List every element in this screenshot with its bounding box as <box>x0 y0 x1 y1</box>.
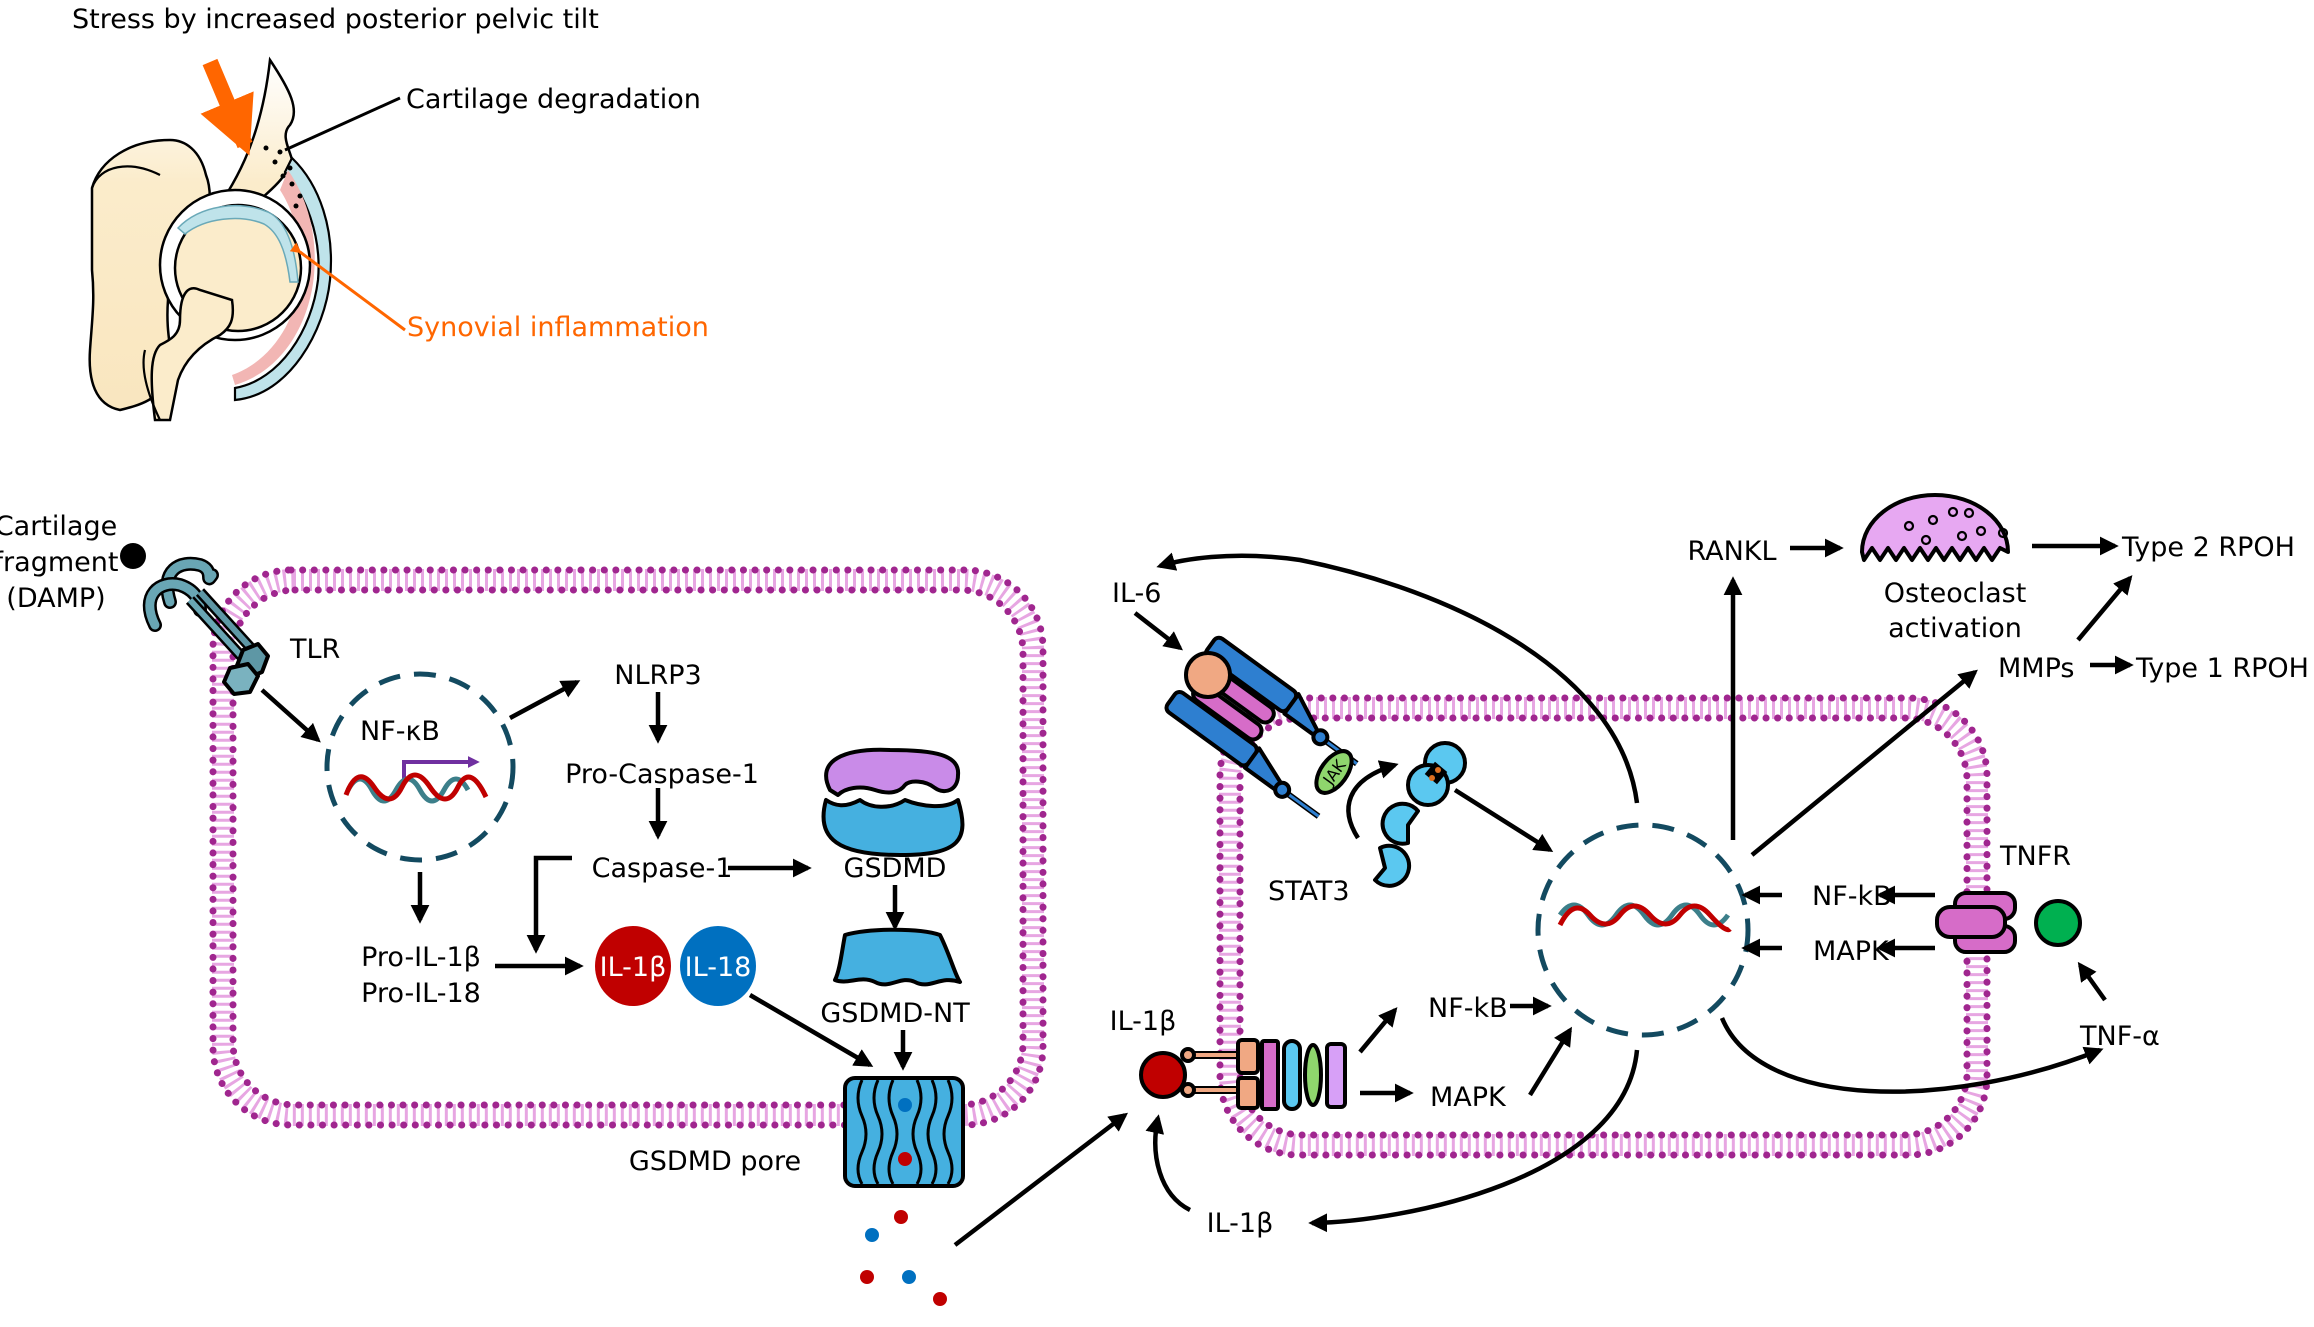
arrow-stat3-phosphorylation <box>1346 760 1399 840</box>
il18-badge-icon <box>680 926 756 1006</box>
tnfa-label: TNF-α <box>2079 1021 2160 1052</box>
tnfa-ligand-icon <box>2034 899 2082 947</box>
left-cell <box>209 566 1047 1129</box>
tlr-receptor-icon <box>142 556 270 696</box>
transcription-arrow-icon <box>402 756 480 785</box>
tnfr-receptor-icon <box>1935 891 2017 954</box>
il1b-badge-label: IL-1β <box>600 952 667 983</box>
arrow-il6-to-receptor <box>1133 611 1183 651</box>
nucleus-left-boundary <box>324 671 516 863</box>
il6-label: IL-6 <box>1112 578 1161 609</box>
nlrp3-label: NLRP3 <box>614 660 701 691</box>
nucleus-right-boundary <box>1535 822 1751 1038</box>
jak-icon: JAK <box>1314 749 1354 795</box>
arrow-il-to-pore <box>748 993 874 1067</box>
pro-il18-label: Pro-IL-18 <box>361 978 481 1009</box>
caspase-label: Caspase-1 <box>592 853 733 884</box>
released-cytokines <box>860 1210 947 1306</box>
cartilage-layer <box>176 204 299 283</box>
arrow-stat3-to-nucleus <box>1453 788 1554 853</box>
gsdmd-label: GSDMD <box>844 853 947 884</box>
arrow-tnfa-to-tnfr <box>2077 961 2107 1002</box>
arrow-nucleus-to-il6 <box>1156 552 1640 804</box>
arrow-nucleus-to-il1b <box>1308 1049 1640 1233</box>
il1b-badge-icon <box>595 926 671 1006</box>
gsdmd-pore-label: GSDMD pore <box>629 1146 801 1177</box>
il1-receptor-icon <box>1180 1038 1347 1111</box>
cartilage-fragment-icon <box>120 543 146 569</box>
arrow-nfkb-to-nlrp3 <box>508 680 581 720</box>
arrow-nucleus-to-mmps <box>1750 669 1978 857</box>
mmps-label: MMPs <box>1998 653 2074 684</box>
degradation-particles <box>263 145 303 209</box>
arrow-mapk-lower-to-nucleus <box>1528 1026 1572 1097</box>
nucleus-right <box>1535 822 1751 1038</box>
damp-label-line1: Cartilage <box>0 511 117 542</box>
synovial-inflammation-label: Synovial inflammation <box>407 312 709 343</box>
gsdmd-nt-label: GSDMD-NT <box>820 998 970 1029</box>
mapk-lower-label: MAPK <box>1430 1082 1507 1113</box>
il1b-secreted-label: IL-1β <box>1207 1208 1274 1239</box>
il6-receptor-icon <box>1164 635 1359 819</box>
hip-joint-illustration: Stress by increased posterior pelvic til… <box>72 4 709 422</box>
left-cell-membrane-stripe <box>212 569 1044 1126</box>
pro-caspase-label: Pro-Caspase-1 <box>565 759 759 790</box>
type2-rpoh-label: Type 2 RPOH <box>2121 532 2295 563</box>
damp-label-line2: fragment <box>0 547 118 578</box>
il1b-ligand-label: IL-1β <box>1110 1006 1177 1037</box>
osteoclast-label-line1: Osteoclast <box>1884 578 2027 609</box>
arrow-tlr-to-nfkb <box>260 688 321 743</box>
dna-helix-red <box>1557 903 1732 933</box>
cartilage-degradation-label: Cartilage degradation <box>406 84 701 115</box>
femur <box>150 287 235 422</box>
pelvis-rim-line <box>90 165 161 189</box>
joint-capsule <box>233 156 332 402</box>
arrow-mmps-to-type2 <box>2076 575 2133 642</box>
arrow-caspase-to-cleavage <box>526 855 572 954</box>
hip-panel-title: Stress by increased posterior pelvic til… <box>72 4 599 35</box>
stat3-monomers-icon <box>1373 801 1420 888</box>
rankl-label: RANKL <box>1687 536 1776 567</box>
gsdmd-protein-icon <box>821 747 965 857</box>
gsdmd-nt-icon <box>833 927 962 987</box>
dna-strand-red <box>343 772 489 802</box>
damp-group: Cartilage fragment (DAMP) <box>0 511 146 614</box>
nfkb-lower-label: NF-kB <box>1428 993 1508 1024</box>
il18-badge-label: IL-18 <box>685 952 752 983</box>
arrow-nucleus-to-tnfa <box>1719 1017 2104 1094</box>
synovial-callout-line <box>289 242 406 332</box>
il1b-ligand-icon <box>1139 1051 1187 1099</box>
nucleus-left: NF-κB <box>324 671 516 863</box>
type1-rpoh-label: Type 1 RPOH <box>2135 653 2309 684</box>
stat3-label: STAT3 <box>1268 876 1350 907</box>
osteoclast-icon <box>1860 493 2010 562</box>
nfkb-nuclear-label: NF-κB <box>360 716 440 747</box>
tlr-label: TLR <box>289 634 340 665</box>
arrow-release-to-il1b <box>953 1112 1129 1247</box>
pro-il1b-label: Pro-IL-1β <box>361 942 481 973</box>
damp-label-line3: (DAMP) <box>6 583 105 614</box>
synovium <box>232 170 315 385</box>
osteoclast-label-line2: activation <box>1888 613 2022 644</box>
left-cell-membrane-outer <box>209 566 1047 1129</box>
mapk-right-label: MAPK <box>1813 936 1890 967</box>
arrow-il1b-autocrine <box>1145 1114 1192 1213</box>
stat3-dimer-icon <box>1406 741 1467 807</box>
arrow-receptor-to-nfkb <box>1358 1007 1398 1054</box>
left-cell-membrane-inner <box>229 586 1027 1109</box>
gsdmd-pore-icon <box>843 1076 965 1188</box>
femur-outline <box>142 349 161 421</box>
nfkb-right-label: NF-kB <box>1812 881 1892 912</box>
tnfr-label: TNFR <box>1999 841 2071 872</box>
stress-arrow-icon <box>200 58 254 156</box>
cartilage-callout-line <box>284 96 401 152</box>
